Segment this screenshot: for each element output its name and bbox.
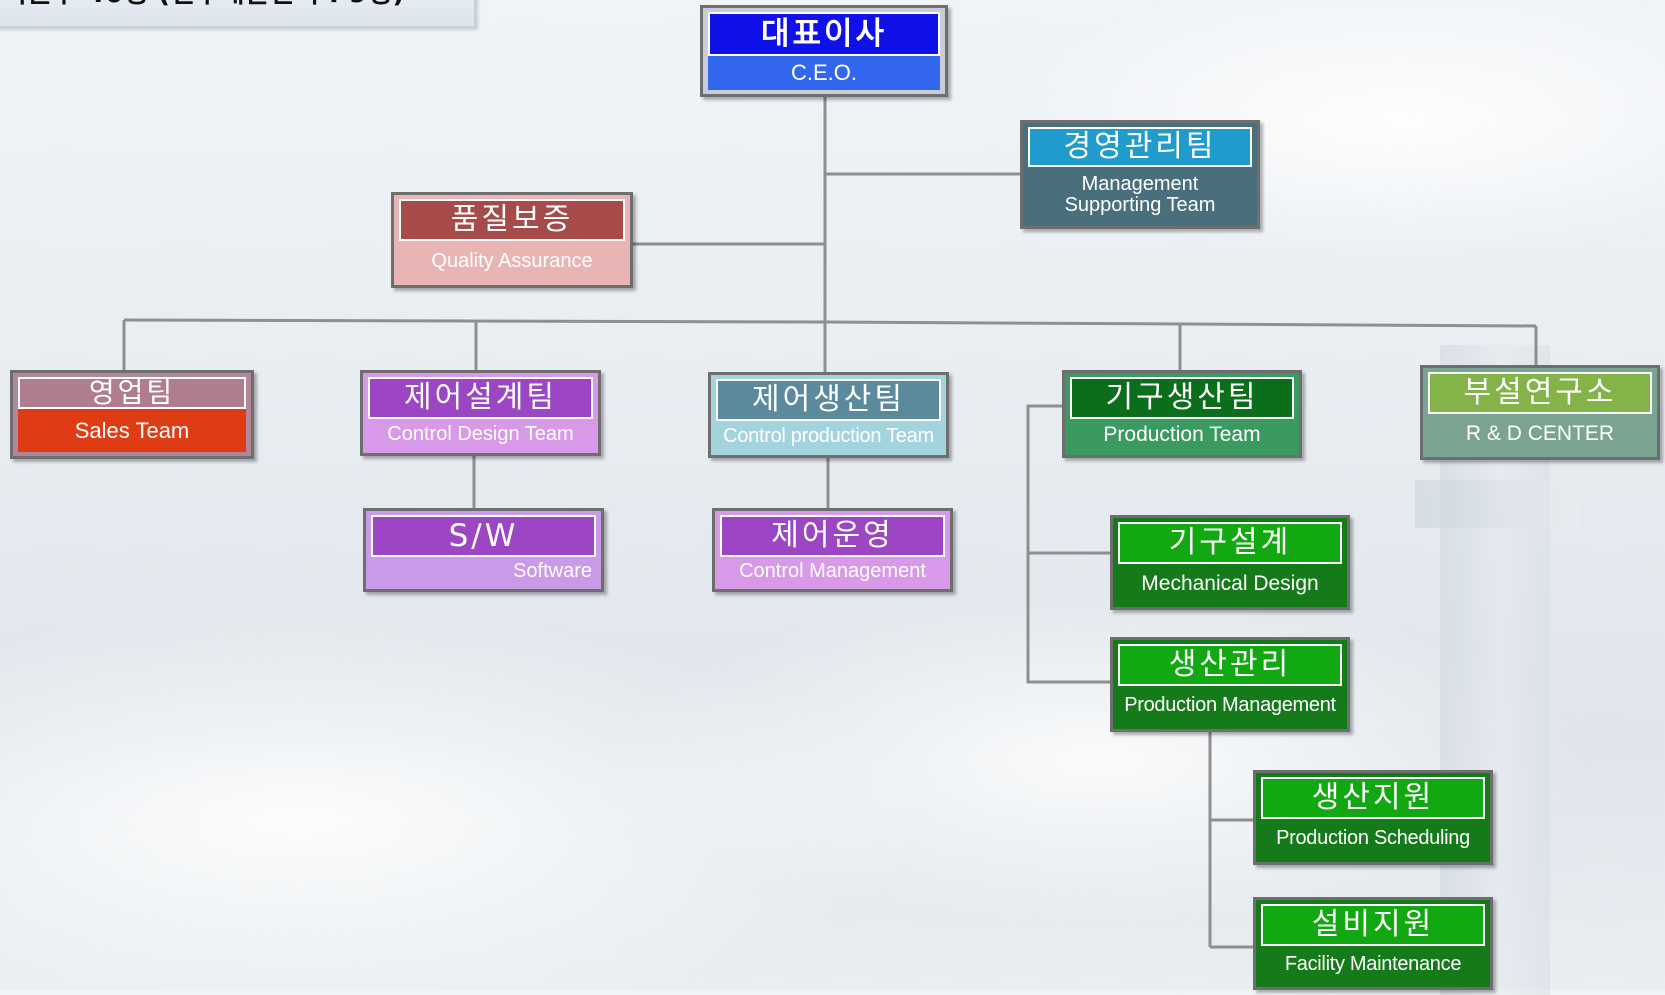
production-scheduling-node: 생산지원 Production Scheduling (1253, 770, 1493, 865)
control-management-node: 제어운영 Control Management (712, 508, 953, 592)
sales-team-node: 영업팀 Sales Team (10, 370, 254, 459)
software-en: Software (513, 559, 592, 582)
software-node: S/W Software (363, 508, 604, 592)
control-production-team-node: 제어생산팀 Control production Team (708, 372, 949, 458)
background-tower-top (1415, 480, 1580, 528)
production-scheduling-kr: 생산지원 (1261, 777, 1485, 819)
management-team-kr: 경영관리팀 (1028, 127, 1252, 167)
management-team-en-line1: Management (1081, 172, 1199, 195)
control-design-team-node: 제어설계팀 Control Design Team (360, 370, 601, 456)
production-scheduling-en: Production Scheduling (1276, 827, 1470, 849)
facility-maintenance-en: Facility Maintenance (1284, 953, 1462, 975)
quality-assurance-kr: 품질보증 (399, 199, 625, 241)
control-design-team-en: Control Design Team (387, 422, 574, 445)
control-production-team-en: Control production Team (723, 424, 934, 447)
production-management-en: Production Management (1124, 694, 1336, 716)
production-management-kr: 생산관리 (1118, 644, 1342, 686)
production-team-node: 기구생산팀 Production Team (1062, 370, 1302, 458)
production-management-node: 생산관리 Production Management (1110, 637, 1350, 732)
mechanical-design-node: 기구설계 Mechanical Design (1110, 515, 1350, 610)
management-team-node: 경영관리팀 Management Supporting Team (1020, 120, 1260, 229)
sales-team-kr: 영업팀 (18, 377, 246, 409)
management-team-en-line2: Supporting Team (1064, 193, 1216, 216)
sales-team-en: Sales Team (18, 409, 246, 452)
connector-branch-bar (123, 318, 1537, 328)
employee-count-note: 직원수 40명 (연구개발인력 : 9명) (0, 0, 476, 28)
ceo-title-kr: 대표이사 (708, 12, 940, 56)
control-management-kr: 제어운영 (720, 515, 945, 557)
facility-maintenance-node: 설비지원 Facility Maintenance (1253, 897, 1493, 990)
control-design-team-kr: 제어설계팀 (368, 377, 593, 419)
mechanical-design-kr: 기구설계 (1118, 522, 1342, 564)
quality-assurance-node: 품질보증 Quality Assurance (391, 192, 633, 288)
rnd-center-node: 부설연구소 R & D CENTER (1420, 365, 1660, 460)
production-team-en: Production Team (1103, 423, 1261, 446)
rnd-center-en: R & D CENTER (1465, 421, 1615, 445)
ceo-node: 대표이사 C.E.O. (700, 5, 948, 97)
rnd-center-kr: 부설연구소 (1428, 372, 1652, 414)
software-kr: S/W (371, 515, 596, 557)
mechanical-design-en: Mechanical Design (1141, 571, 1319, 595)
control-management-en: Control Management (739, 559, 926, 582)
ceo-title-en: C.E.O. (708, 56, 940, 90)
control-production-team-kr: 제어생산팀 (716, 379, 941, 421)
connector-production-bracket (1026, 404, 1112, 684)
facility-maintenance-kr: 설비지원 (1261, 904, 1485, 946)
production-team-kr: 기구생산팀 (1070, 377, 1294, 419)
management-team-en: Management Supporting Team (1028, 167, 1252, 222)
quality-assurance-en: Quality Assurance (431, 249, 593, 272)
